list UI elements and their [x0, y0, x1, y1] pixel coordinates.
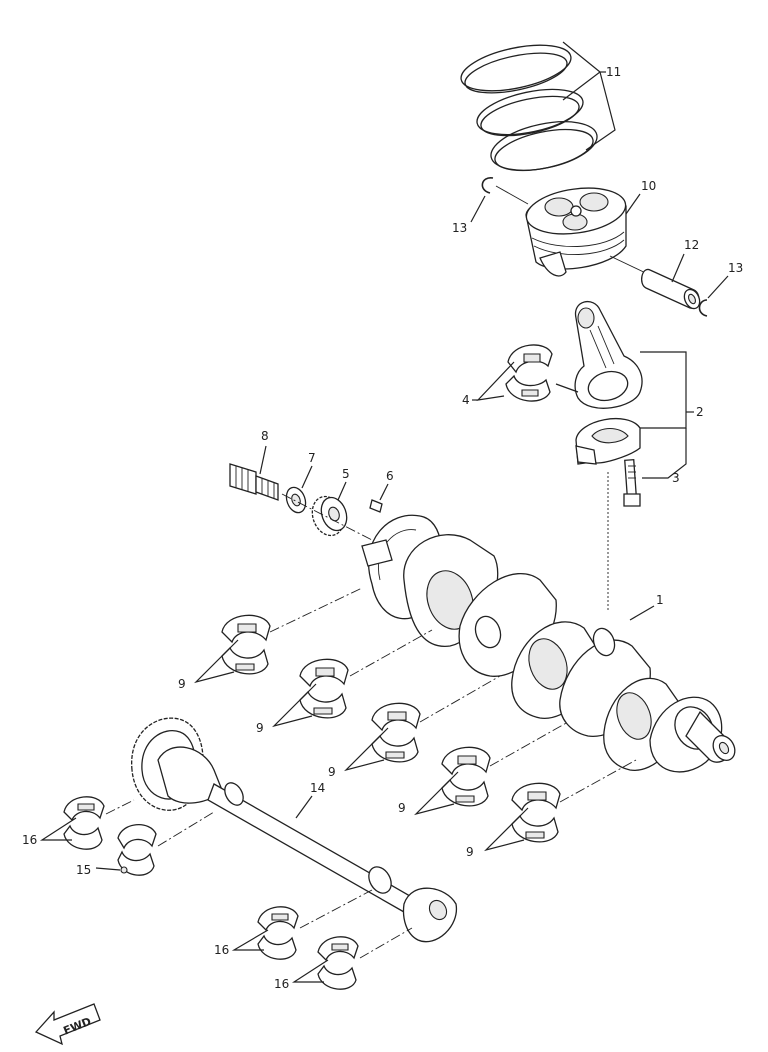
main-bearing-3	[371, 702, 421, 763]
rod-bearing	[505, 344, 553, 402]
connecting-rod	[574, 300, 643, 409]
crankshaft	[361, 514, 736, 773]
balancer-shaft	[131, 717, 457, 943]
rod-bolt	[623, 459, 641, 507]
label-9-b: 9	[256, 721, 264, 735]
balancer-bearing-15	[117, 824, 157, 876]
label-16-c: 16	[274, 977, 289, 991]
circlip-left	[481, 177, 529, 205]
piston-rings	[460, 44, 598, 172]
circlip-right	[698, 299, 708, 317]
label-6: 6	[386, 469, 394, 483]
label-9-c: 9	[328, 765, 336, 779]
drive-gear	[311, 495, 348, 537]
label-14: 14	[310, 781, 325, 795]
fwd-arrow-icon: FWD	[34, 1003, 101, 1046]
label-3: 3	[672, 471, 680, 485]
label-13-right: 13	[728, 261, 743, 275]
rod-cap	[575, 418, 641, 465]
main-bearing-1	[221, 614, 271, 675]
ring-leader	[562, 41, 616, 151]
label-9-e: 9	[466, 845, 474, 859]
label-11: 11	[606, 65, 621, 79]
washer	[285, 486, 307, 514]
stud-bolt	[229, 463, 279, 501]
label-5: 5	[342, 467, 350, 481]
balancer-bearing-a	[63, 796, 105, 850]
label-9-d: 9	[398, 801, 406, 815]
piston-pin	[609, 255, 701, 310]
label-13-left: 13	[452, 221, 467, 235]
label-2: 2	[696, 405, 704, 419]
label-1: 1	[656, 593, 664, 607]
label-16-a: 16	[22, 833, 37, 847]
main-bearing-4	[441, 746, 491, 807]
main-bearing-2	[299, 658, 349, 719]
woodruff-key	[369, 499, 383, 513]
main-bearing-5	[511, 782, 561, 843]
label-10: 10	[641, 179, 656, 193]
balancer-bearing-c	[317, 936, 359, 990]
label-16-b: 16	[214, 943, 229, 957]
piston	[525, 187, 627, 277]
label-8: 8	[261, 429, 269, 443]
balancer-bearing-b	[257, 906, 299, 960]
label-4: 4	[462, 393, 470, 407]
label-15: 15	[76, 863, 91, 877]
label-9-a: 9	[178, 677, 186, 691]
label-7: 7	[308, 451, 316, 465]
label-12: 12	[684, 238, 699, 252]
